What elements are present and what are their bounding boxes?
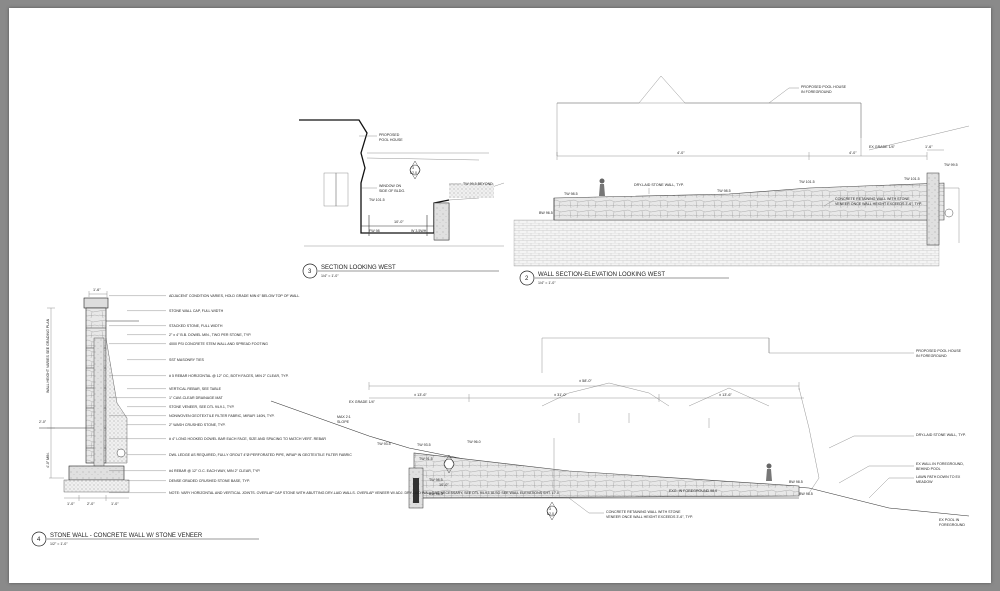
d1-tag-num: 3 <box>549 507 551 511</box>
d1-dim-mid-2: ± 31'-0" <box>554 393 567 397</box>
d1-callout-house-1: PROPOSED POOL HOUSE <box>916 349 962 353</box>
d4-dim-bottom-2: 2'-0" <box>87 502 95 506</box>
d1-callout-concrete-1: CONCRETE RETAINING WALL WITH STONE <box>606 510 681 514</box>
d1-callout-grade: EX GRADE 1/4" <box>349 400 376 404</box>
d4-note-7: # 5 REBAR HORIZONTAL @ 12" OC, BOTH FACE… <box>169 374 289 378</box>
d1-callout-lawn-2: MEADOW <box>916 480 933 484</box>
d4-note-14: DWL LEDGE AS REQUIRED, FULLY GROUT 4"Ø P… <box>169 453 352 457</box>
d4-dim-side-2: 4'-0" MIN. <box>46 452 50 468</box>
d4-note-9: 1" CAVI-CLEAR DRAINAGE MAT <box>169 396 223 400</box>
d2-callout-concrete-2: VENEER ONCE WALL HEIGHT EXCEEDS 3'-6", T… <box>835 202 922 206</box>
d1-elev-6: TW 96.0 <box>467 440 481 444</box>
d4-dim-side-3: 2'-0" <box>39 420 47 424</box>
d3-scale: 1/4" = 1'-0" <box>321 274 339 278</box>
d3-elev-2: FW 98 <box>369 229 380 233</box>
d4-note-4: 2" x 4" B.B. DOWEL MIN., TWO PER STONE, … <box>169 333 251 337</box>
d1-elev-3: TW 91.5 <box>419 457 433 461</box>
d4-dim-bottom-3: 1'-0" <box>111 502 119 506</box>
d1-elev-5: BW 96.5 <box>429 492 443 496</box>
d3-title-number: 3 <box>308 269 312 275</box>
d2-title: WALL SECTION-ELEVATION LOOKING WEST <box>538 272 665 278</box>
d3-tag-sheet: L2.0 <box>410 171 417 175</box>
d4-note-15: #4 REBAR @ 12" O.C. EACH WAY, MIN 2" CLE… <box>169 469 260 473</box>
d1-callout-slope-2: SLOPE <box>337 420 350 424</box>
d1-callout-concrete-2: VENEER ONCE WALL HEIGHT EXCEEDS 3'-6", T… <box>606 515 693 519</box>
d2-elev-6: TW 99.5 <box>944 163 958 167</box>
d3-tag-num: 3 <box>412 166 414 170</box>
d2-scale: 1/4" = 1'-0" <box>538 281 556 285</box>
d1-dim-small-1: 10'-0" <box>439 483 449 487</box>
d4-note-13: # 4" LONG HOOKED DOWEL BAR EACH FACE, SI… <box>169 437 326 441</box>
d4-note-17: NOTE: VARY HORIZONTAL AND VERTICAL JOINT… <box>169 491 559 495</box>
d3-callout-window-1: WINDOW ON <box>379 184 402 188</box>
d3-elev-3: W 3.5WH <box>411 229 427 233</box>
d1-callout-lawn-1: LAWN PATH DOWN TO EX <box>916 475 961 479</box>
detail-2-elevation: 4'-0" 4'-0" 1'-6" TW 98.5 BW 96.5 TW 98.… <box>513 75 970 286</box>
d1-elev-8: BW 98.5 <box>799 492 813 496</box>
d3-callout-house-2: POOL HOUSE <box>379 138 403 142</box>
construction-drawing: 3 L2.0 PROPOSED POOL HOUSE WINDOW ON SID… <box>31 75 970 547</box>
d4-note-12: 2" WASH CRUSHED STONE, TYP. <box>169 423 226 427</box>
detail-3-section: 3 L2.0 PROPOSED POOL HOUSE WINDOW ON SID… <box>299 119 505 279</box>
d1-pool-elev: EXG. IN FOREGROUND 98.0 <box>669 489 717 493</box>
d3-callout-window-2: SIDE OF BLDG. <box>379 189 405 193</box>
d4-note-3: STACKED STONE, FULL WIDTH <box>169 324 223 328</box>
d4-title-number: 4 <box>37 537 41 543</box>
d2-callout-concrete-1: CONCRETE RETAINING WALL WITH STONE <box>835 197 910 201</box>
d1-callout-house-2: IN FOREGROUND <box>916 354 947 358</box>
d1-elev-7: BW 98.5 <box>789 480 803 484</box>
d4-note-2: STONE WALL CAP, FULL WIDTH <box>169 309 224 313</box>
d2-elev-1: TW 98.5 <box>564 192 578 196</box>
d4-note-8: VERTICAL REBAR, SEE TABLE <box>169 387 222 391</box>
d4-note-10: STONE VENEER, SEE DTL 9/L9.1, TYP. <box>169 405 234 409</box>
d1-callout-exwall-2: BEHIND POOL <box>916 467 941 471</box>
d4-note-16: DENSE GRADED CRUSHED STONE BASE, TYP. <box>169 479 250 483</box>
d2-dim-3: 1'-6" <box>925 145 933 149</box>
d1-elev-4: TW 98.5 <box>429 478 443 482</box>
d2-callout-house-2: IN FOREGROUND <box>801 90 832 94</box>
d2-elev-3: TW 98.5 <box>717 189 731 193</box>
d2-title-number: 2 <box>525 276 529 282</box>
d4-dim-bottom-1: 1'-0" <box>67 502 75 506</box>
d2-elev-2: BW 96.5 <box>539 211 553 215</box>
d1-dim-top: ± 58'-0" <box>579 379 592 383</box>
d1-callout-drylaid: DRY-LAID STONE WALL, TYP. <box>916 433 966 437</box>
drawing-sheet: 3 L2.0 PROPOSED POOL HOUSE WINDOW ON SID… <box>9 8 991 583</box>
d4-note-11: NONWOVEN GEOTEXTILE FILTER FABRIC, MIRAF… <box>169 414 275 418</box>
d2-dim-2: 4'-0" <box>849 151 857 155</box>
d1-elev-2: TW 93.5 <box>417 443 431 447</box>
d1-dim-mid-1: ± 13'-6" <box>414 393 427 397</box>
d2-callout-grade: EX GRADE 1/4" <box>869 145 896 149</box>
d3-dim-1: 10'-0" <box>394 220 404 224</box>
d3-title: SECTION LOOKING WEST <box>321 265 396 271</box>
d2-elev-5: TW 101.5 <box>904 177 920 181</box>
detail-1-elevation: ± 58'-0" ± 13'-6" ± 31'-0" ± 13'-6" TW 9… <box>270 337 970 527</box>
d2-callout-house-1: PROPOSED POOL HOUSE <box>801 85 847 89</box>
d2-elev-4: TW 101.5 <box>799 180 815 184</box>
d3-callout-tw: TW 99.5 BEYOND <box>463 182 493 186</box>
d3-callout-house-1: PROPOSED <box>379 133 400 137</box>
d4-note-5: 4000 PSI CONCRETE STEM WALL AND SPREAD F… <box>169 342 268 346</box>
d2-dim-1: 4'-0" <box>677 151 685 155</box>
d1-callout-pool-2: FOREGROUND <box>939 523 965 527</box>
d1-callout-exwall-1: EX WALL IN FOREGROUND, <box>916 462 964 466</box>
d1-dim-mid-3: ± 13'-6" <box>719 393 732 397</box>
d4-note-6: SST MASONRY TIES <box>169 358 204 362</box>
d4-title: STONE WALL - CONCRETE WALL W/ STONE VENE… <box>50 533 203 539</box>
d4-note-1: ADJACENT CONDITION VARIES, HOLD GRADE MI… <box>169 294 299 298</box>
d2-callout-drylaid: DRY-LAID STONE WALL, TYP. <box>634 183 684 187</box>
d4-dim-top: 1'-6" <box>93 288 101 292</box>
d4-scale: 1/2" = 1'-0" <box>50 542 68 546</box>
detail-4-wall-section: 1'-6" WALL HEIGHT VARIES SEE GRADING PLA… <box>31 288 559 547</box>
d1-tag-sheet: L2.0 <box>547 512 554 516</box>
d3-elev-1: TW 101.5 <box>369 198 385 202</box>
d1-elev-1: TW 93.5 <box>377 442 391 446</box>
d4-dim-side-1: WALL HEIGHT VARIES SEE GRADING PLAN <box>46 318 50 393</box>
d1-callout-pool-1: EX POOL IN <box>939 518 960 522</box>
d1-callout-slope-1: MAX 2:1 <box>337 415 351 419</box>
